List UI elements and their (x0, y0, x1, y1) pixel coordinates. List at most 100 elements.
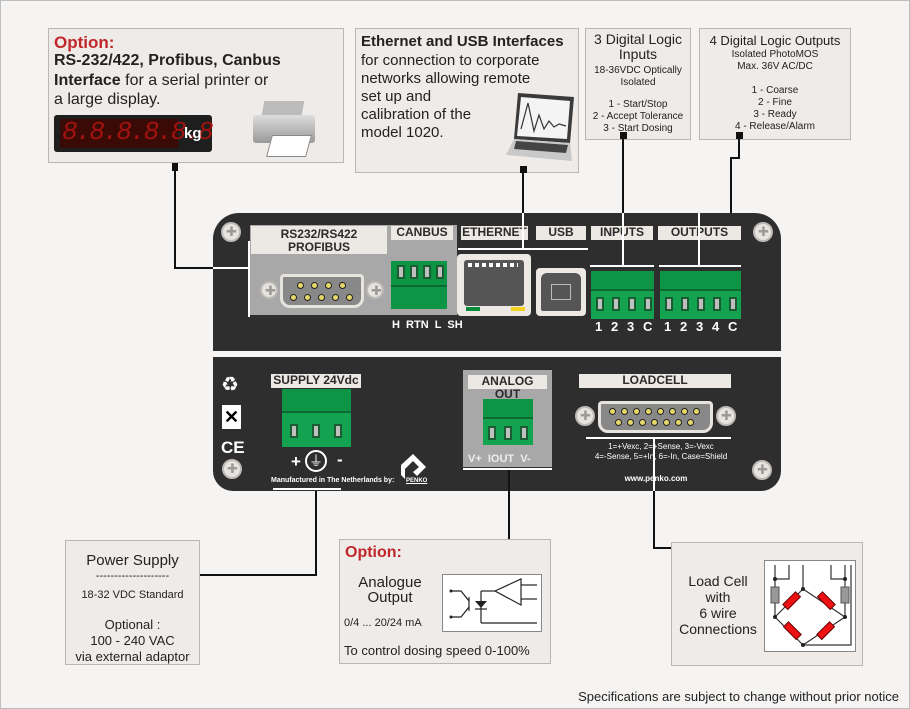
inputs-spec2: Isolated (620, 77, 656, 88)
ethernet-port[interactable] (457, 254, 531, 316)
power-connector-line-h (189, 574, 317, 576)
inputs-terminal[interactable] (591, 271, 654, 319)
rs232-label-text: RS232/RS422 (280, 227, 358, 241)
power-supply-box: Power Supply -------------------- 18-32 … (65, 540, 200, 665)
loadcell-connector-line-h (653, 547, 685, 549)
laptop-icon (506, 89, 576, 169)
analog-description: To control dosing speed 0-100% (344, 643, 530, 658)
website-text: www.penko.com (624, 474, 688, 483)
outputs-terminal[interactable] (660, 271, 741, 319)
outputs-item-2: 2 - Fine (758, 97, 792, 108)
outputs-spec1: Isolated PhotoMOS (731, 49, 819, 60)
output-pin-4: 4 (712, 319, 721, 334)
supply-minus: - (337, 450, 343, 469)
ethernet-line-2: networks allowing remote (361, 70, 531, 87)
serial-subtitle-bold: Interface (54, 72, 121, 89)
printer-icon (249, 99, 321, 159)
ethernet-title: Ethernet and USB Interfaces (361, 33, 564, 50)
power-connector-line-v (315, 491, 317, 575)
canbus-label: CANBUS (391, 226, 453, 240)
supply-terminal[interactable] (282, 389, 351, 447)
footer-notice: Specifications are subject to change wit… (578, 689, 899, 704)
screw-icon (752, 460, 772, 480)
supply-plus: + (291, 452, 301, 471)
outputs-connector-line-h (731, 157, 740, 159)
input-pin-2: 2 (611, 319, 620, 334)
input-pin-3: 3 (627, 319, 636, 334)
outputs-connector-node (736, 132, 743, 139)
display-digits: 8.8.8.8.8.8 (62, 117, 214, 147)
analog-option-label: Option: (345, 544, 402, 561)
inputs-item-1: 1 - Start/Stop (608, 99, 668, 110)
analog-pin-labels: V+ IOUT V- (468, 453, 531, 465)
usb-port[interactable] (536, 268, 586, 316)
hex-nut-icon (575, 406, 595, 426)
serial-connector-line-h (174, 267, 250, 269)
loadcell-connector-line-v (653, 491, 655, 549)
earth-ground-icon: ⏚ (305, 450, 327, 472)
ethernet-label: ETHERNET (461, 225, 528, 240)
output-pin-1: 1 (664, 319, 673, 334)
power-optional-value: 100 - 240 VAC (90, 633, 175, 648)
ethernet-usb-box: Ethernet and USB Interfaces for connecti… (355, 28, 579, 173)
analog-out-label: ANALOG OUT (468, 375, 547, 401)
outputs-pointer (698, 213, 700, 266)
inputs-underline (590, 265, 654, 267)
serial-title: RS-232/422, Profibus, Canbus (54, 52, 281, 69)
outputs-item-3: 3 - Ready (753, 109, 797, 120)
screw-icon (221, 222, 241, 242)
power-standard: 18-32 VDC Standard (81, 589, 184, 601)
ethernet-pointer (522, 213, 524, 249)
profibus-label-text: PROFIBUS (287, 240, 350, 254)
analog-underline (463, 468, 552, 470)
outputs-box: 4 Digital Logic Outputs Isolated PhotoMO… (699, 28, 851, 140)
link-led (466, 307, 480, 311)
supply-label: SUPPLY 24Vdc (271, 374, 361, 388)
canbus-terminal[interactable] (391, 261, 447, 309)
canbus-pin-labels: H RTN L SH (392, 319, 463, 331)
inputs-item-3: 3 - Start Dosing (603, 123, 673, 134)
activity-led (511, 307, 525, 311)
wheatstone-bridge-icon (764, 560, 856, 652)
inputs-item-2: 2 - Accept Tolerance (592, 111, 684, 122)
optocoupler-diagram-icon (442, 574, 542, 632)
recycle-icon: ♻ (221, 374, 239, 396)
output-pin-2: 2 (680, 319, 689, 334)
output-pin-3: 3 (696, 319, 705, 334)
db9-connector[interactable] (280, 274, 364, 308)
loadcell-pinout-2: 4=-Sense, 5=+In, 6=-In, Case=Shield (594, 452, 728, 461)
inputs-spec1: 18-36VDC Optically (594, 65, 682, 76)
inputs-pointer (622, 213, 624, 266)
penko-logo-icon (399, 453, 427, 481)
loadcell-line-1: Load Cell (688, 573, 748, 589)
weee-bin-icon: ✕ (222, 405, 241, 429)
loadcell-pinout-1: 1=+Vexc, 2=+Sense, 3=-Vexc (608, 442, 714, 451)
analog-range: 0/4 ... 20/24 mA (344, 617, 422, 629)
outputs-connector-line (738, 137, 740, 159)
outputs-connector-line-v2 (730, 157, 732, 217)
power-title: Power Supply (86, 552, 179, 569)
analog-out-terminal[interactable] (483, 399, 533, 445)
loadcell-line-4: Connections (679, 621, 757, 637)
loadcell-pointer (653, 438, 655, 491)
loadcell-underline (586, 437, 731, 439)
loadcell-label: LOADCELL (579, 374, 731, 388)
power-optional-label: Optional : (104, 617, 161, 632)
hex-nut-icon (260, 281, 278, 299)
db15-connector[interactable] (598, 401, 713, 433)
outputs-title: 4 Digital Logic Outputs (709, 33, 841, 48)
serial-connector-line (174, 166, 176, 269)
inputs-box: 3 Digital Logic Inputs 18-36VDC Opticall… (585, 28, 691, 140)
display-unit: kg (184, 125, 202, 142)
serial-interface-box: Option: RS-232/422, Profibus, Canbus Int… (48, 28, 344, 163)
inputs-connector-node (620, 132, 627, 139)
analog-output-box: Option: Analogue Output 0/4 ... 20/24 mA… (339, 539, 551, 664)
large-display-icon: 8.8.8.8.8.8 kg (54, 115, 214, 152)
ethernet-line-5: model 1020. (361, 124, 444, 141)
inputs-connector-line (622, 137, 624, 217)
ethernet-usb-underline (458, 248, 588, 250)
loadcell-box: Load Cell with 6 wire Connections (671, 542, 863, 666)
screw-icon (753, 222, 773, 242)
analog-title-2: Output (367, 589, 413, 606)
